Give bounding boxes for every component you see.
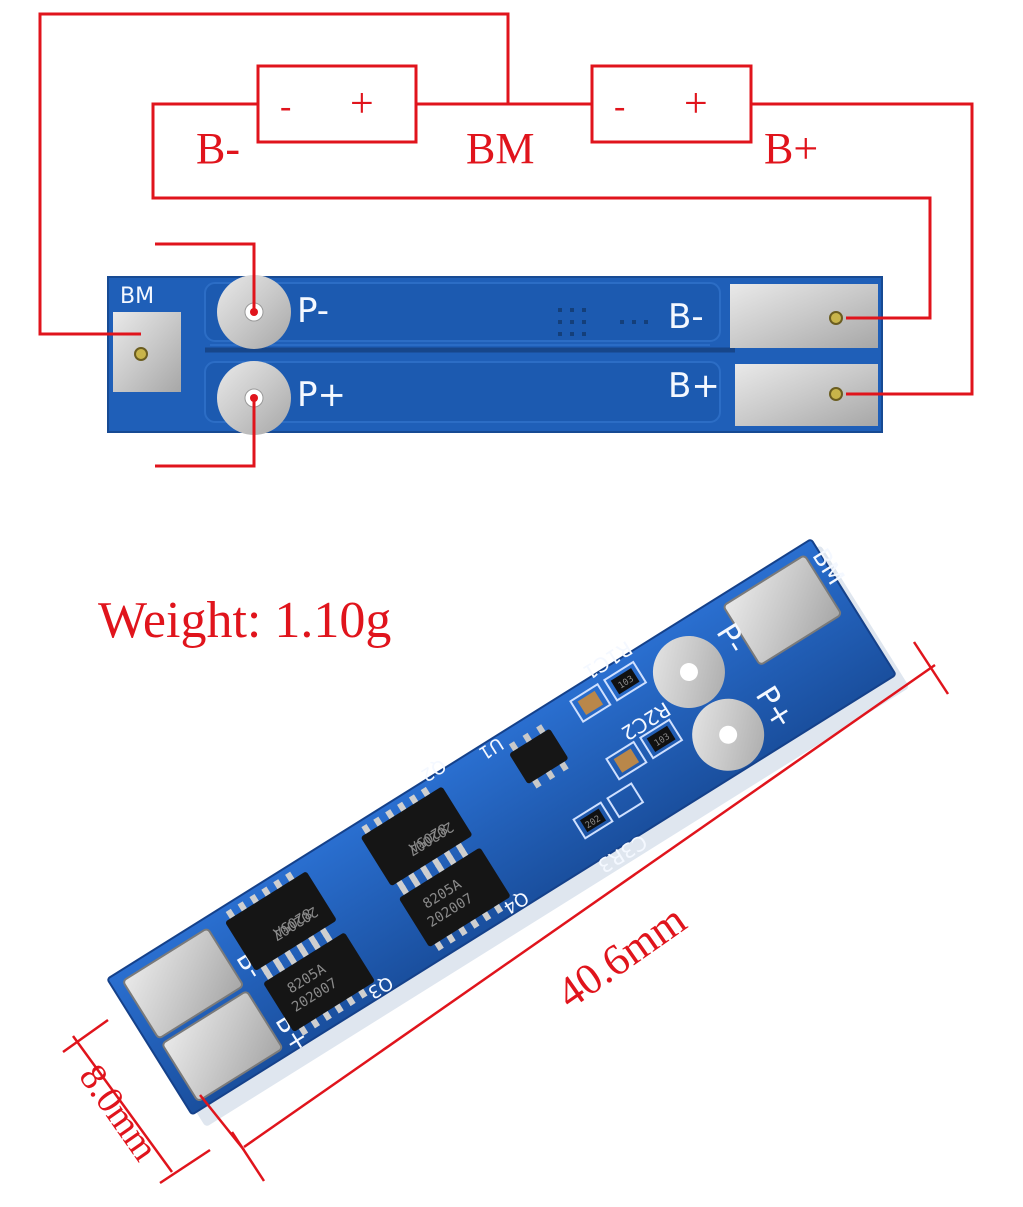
- photo-pad-b-plus: [162, 991, 283, 1101]
- board-photo: B- B+ BM P- P+ 103 103 202 R1C1 R2: [107, 539, 909, 1126]
- photo-u1: [510, 729, 568, 784]
- weight-label: Weight: 1.10g: [98, 592, 391, 649]
- cell1-minus: -: [280, 88, 291, 125]
- chip-q2: 8205A 202007: [361, 786, 472, 890]
- board-label-bm: BM: [120, 284, 154, 309]
- via-dots: [558, 308, 648, 336]
- board-label-p-minus: P-: [297, 291, 329, 331]
- photo-pad-b-minus: [123, 928, 243, 1039]
- mosfet-chips: 8205A 202007 8205A 202007 8205A 20: [225, 786, 510, 1036]
- chip-q3: 8205A 202007: [263, 932, 375, 1036]
- width-label: 8.0mm: [71, 1057, 167, 1168]
- cell2-minus: -: [614, 88, 625, 125]
- chip-q4: 8205A 202007: [399, 847, 510, 951]
- board-label-b-plus: B+: [668, 366, 720, 406]
- cell-1: [256, 64, 418, 144]
- label-bm: BM: [466, 124, 534, 173]
- board-label-p-plus: P+: [297, 375, 346, 415]
- label-b-minus: B-: [196, 124, 240, 173]
- label-b-plus: B+: [764, 124, 818, 173]
- length-label: 40.6mm: [548, 895, 695, 1019]
- cell2-plus: +: [684, 81, 708, 127]
- b-minus-pad: [730, 284, 878, 348]
- passives: 103 103 202: [569, 660, 684, 840]
- dimension-lines: [62, 641, 950, 1185]
- cell1-plus: +: [350, 81, 374, 127]
- board-label-b-minus: B-: [668, 297, 704, 337]
- photo-pad-bm: [723, 555, 842, 665]
- cell-2: [590, 64, 753, 144]
- chip-q1: 8205A 202007: [225, 871, 336, 975]
- wiring-diagram: BM P- P+ B- B+ - + - + B- BM B+: [38, 12, 974, 468]
- wires: [38, 12, 974, 468]
